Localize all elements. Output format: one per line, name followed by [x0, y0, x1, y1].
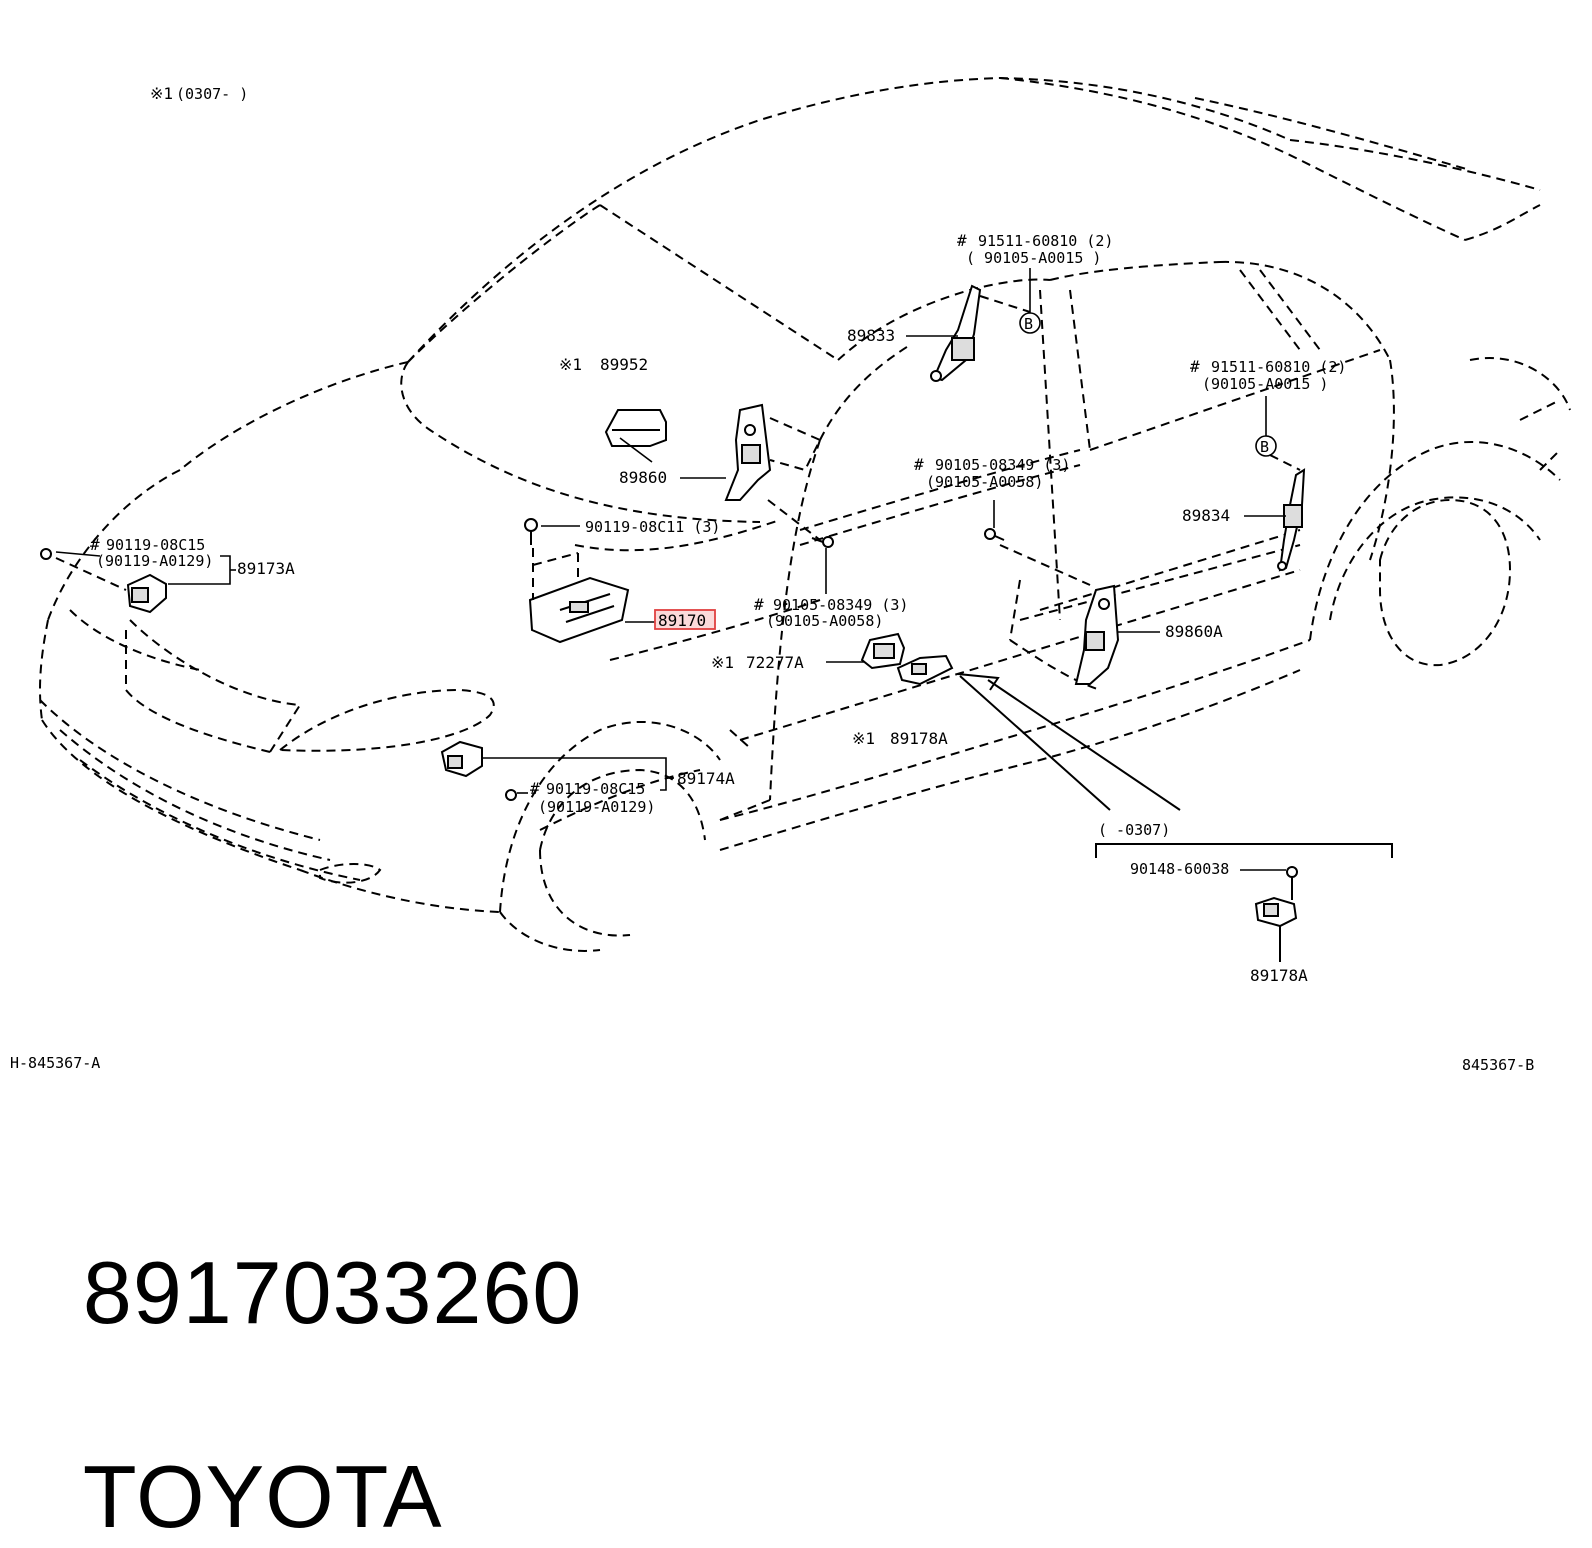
part-72277A: [860, 632, 906, 670]
drawing-id-left: H-845367-A: [10, 1054, 100, 1072]
label-bolt-90105-mid-line2: (90105-A0058): [766, 612, 883, 630]
label-89834: 89834: [1182, 506, 1230, 525]
label-inset-range: ( -0307): [1098, 821, 1170, 839]
label-bolt-90105-rear-line2: (90105-A0058): [926, 473, 1043, 491]
label-89170: 89170: [658, 611, 706, 630]
circle-b-front-label: B: [1024, 315, 1033, 333]
circle-b-markers: B B: [1019, 312, 1277, 457]
part-89170-module: [524, 518, 630, 644]
label-bolt-left-top-line1: 90119-08C15: [106, 536, 205, 554]
label-bolt-90105-mid-mark: #: [754, 595, 764, 614]
label-72277A: 72277A: [746, 653, 804, 672]
car-body-outline: [39, 76, 1571, 952]
part-89860-bracket: [724, 403, 822, 541]
label-bolt-91511-front-mark: #: [957, 231, 967, 250]
label-89952-mark: ※1: [559, 355, 582, 374]
label-bolt-left-bottom-line1: 90119-08C15: [546, 780, 645, 798]
label-89833: 89833: [847, 326, 895, 345]
label-72277A-mark: ※1: [711, 653, 734, 672]
label-inset-bolt: 90148-60038: [1130, 860, 1229, 878]
circle-b-rear-label: B: [1260, 438, 1269, 456]
label-89178A-inset: 89178A: [1250, 966, 1308, 985]
label-bolt-91511-front-line2: ( 90105-A0015 ): [966, 249, 1101, 267]
footer-part-number: 8917033260: [82, 1243, 583, 1342]
label-89178A-mark: ※1: [852, 729, 875, 748]
note-header-mark: ※1: [150, 84, 173, 103]
arrow-to-89178A: [957, 673, 1181, 811]
label-bolt-left-bottom-mark: #: [530, 779, 540, 798]
labels: ※1 (0307- ) ※1 89952 89860 89833 89834 8…: [10, 84, 1534, 1074]
label-89952: 89952: [600, 355, 648, 374]
part-89860A-bracket: [999, 544, 1120, 685]
label-bolt-90105-rear-line1: 90105-08349 (3): [935, 456, 1070, 474]
label-bolt-91511-rear-line2: (90105-A0015 ): [1202, 375, 1328, 393]
label-bolt-90105-mid-line1: 90105-08349 (3): [773, 596, 908, 614]
label-bolt-left-top-mark: #: [90, 535, 100, 554]
label-bolt-left-top-line2: (90119-A0129): [96, 552, 213, 570]
parts-diagram: B B ※1 (0307- ) ※1 89952 89860 89833 898…: [10, 76, 1571, 1074]
part-89173A-sensor: [40, 548, 167, 614]
bolt-icons: [811, 528, 1005, 548]
label-89860: 89860: [619, 468, 667, 487]
footer-brand: TOYOTA: [82, 1447, 443, 1546]
note-header-range: (0307- ): [176, 85, 248, 103]
drawing-id-right: 845367-B: [1462, 1056, 1534, 1074]
label-89173A: 89173A: [237, 559, 295, 578]
label-bolt-90105-rear-mark: #: [914, 455, 924, 474]
part-89833-sensor: [930, 284, 1031, 382]
label-89178A: 89178A: [890, 729, 948, 748]
label-89174A: 89174A: [677, 769, 735, 788]
part-89174A-sensor: [440, 740, 517, 801]
label-bolt-left-bottom-line2: (90119-A0129): [538, 798, 655, 816]
label-bolt-91511-rear-mark: #: [1190, 357, 1200, 376]
part-89178A-main: [896, 654, 954, 686]
footer-title: 8917033260 TOYOTA: [32, 1140, 582, 1548]
label-bolt-91511-rear-line1: 91511-60810 (2): [1211, 358, 1346, 376]
leader-lines: [55, 268, 1286, 871]
label-89860A: 89860A: [1165, 622, 1223, 641]
inset-bracket: [1095, 843, 1393, 962]
part-89834-sensor: [1269, 454, 1306, 572]
label-bolt-90119-08C11: 90119-08C11 (3): [585, 518, 720, 536]
highlight-box-89170: [654, 609, 716, 630]
label-bolt-91511-front-line1: 91511-60810 (2): [978, 232, 1113, 250]
part-89952: [604, 409, 667, 447]
